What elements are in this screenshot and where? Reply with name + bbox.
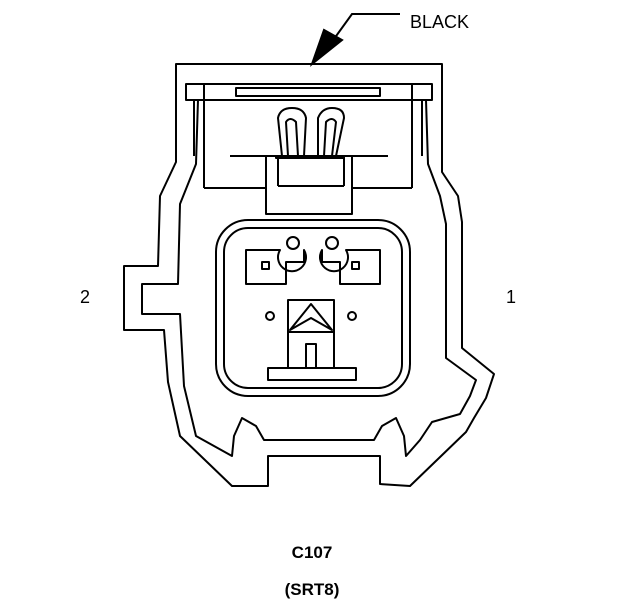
connector-housing-outer [123, 63, 495, 487]
connector-housing-inner [141, 99, 477, 457]
locator-hole-right [347, 311, 357, 321]
pin-2-terminal [245, 249, 307, 285]
arrow-icon [309, 28, 344, 67]
connector-id: C107 [291, 543, 333, 562]
connector-note: (SRT8) [284, 580, 340, 599]
locking-tab [265, 155, 353, 215]
pin-label-1: 1 [506, 287, 517, 307]
color-label: BLACK [410, 12, 470, 32]
latch-finger-right [317, 107, 345, 157]
latch-slot [235, 87, 381, 97]
latch-bar [185, 83, 433, 101]
pin-1-terminal [319, 249, 381, 285]
terminal-cavity [215, 219, 411, 397]
pin-label-2: 2 [80, 287, 91, 307]
key-base [267, 367, 357, 381]
color-callout [309, 13, 400, 67]
locator-hole-left [265, 311, 275, 321]
latch-finger-left [277, 107, 307, 157]
